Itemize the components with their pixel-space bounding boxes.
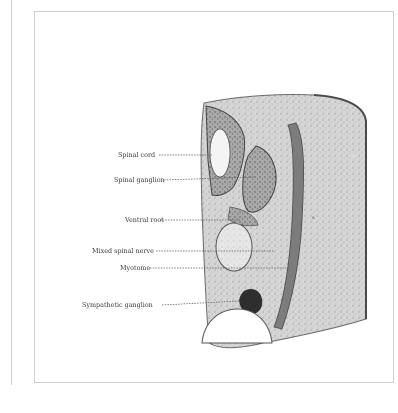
label-spinal-cord: Spinal cord xyxy=(118,151,155,159)
left-panel-border xyxy=(11,0,12,385)
label-myotome: Myotome xyxy=(120,264,150,272)
label-ventral-root: Ventral root xyxy=(124,216,164,224)
side-mark-s: s xyxy=(312,215,315,221)
label-mixed-spinal-nerve: Mixed spinal nerve xyxy=(92,247,154,255)
label-sympathetic-ganglion: Sympathetic ganglion xyxy=(82,301,153,309)
embryo-section-diagram: a s Spinal cord Spinal ganglion Ventral … xyxy=(34,11,394,383)
label-spinal-ganglion: Spinal ganglion xyxy=(114,176,165,184)
mixed-nerve-oval xyxy=(216,223,252,271)
side-mark-a: a xyxy=(352,153,355,159)
spinal-cord-lumen xyxy=(210,129,230,177)
